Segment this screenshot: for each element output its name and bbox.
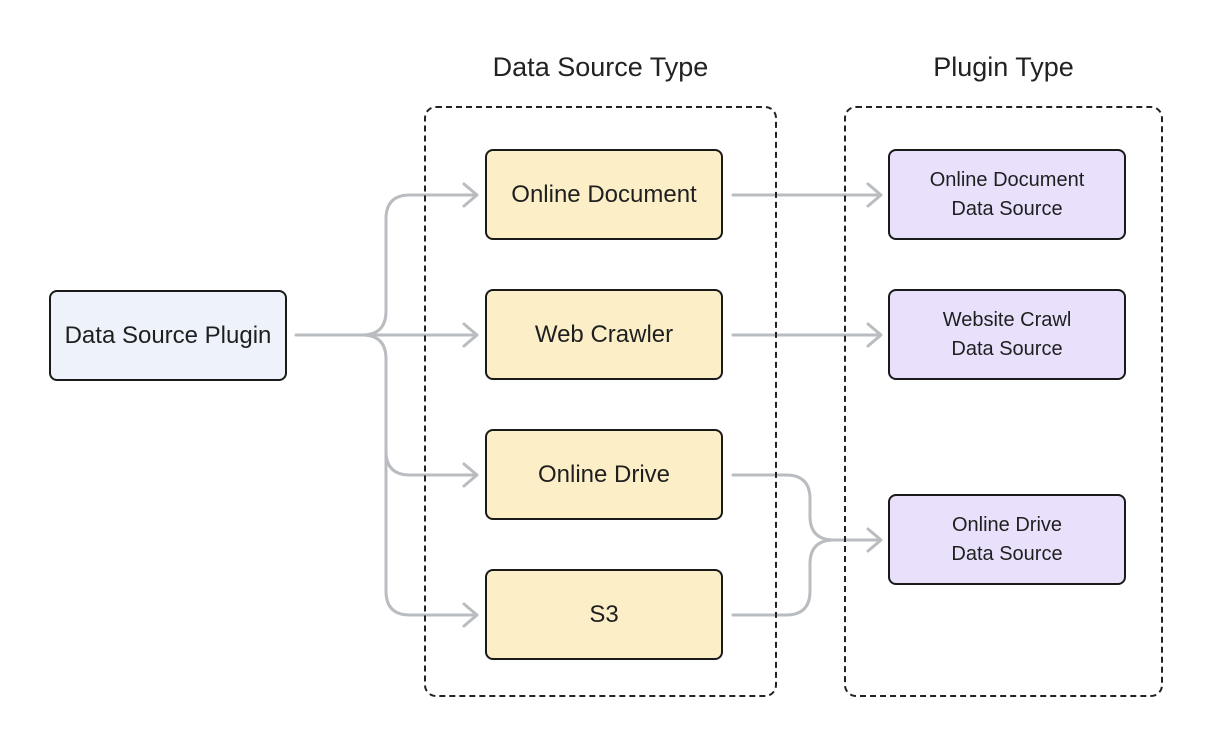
node-label-line-2: Data Source bbox=[951, 197, 1063, 220]
node-label: Online Document bbox=[511, 180, 697, 208]
arrowhead-s3 bbox=[462, 602, 479, 628]
node-label: Online Drive bbox=[537, 460, 671, 488]
connector-to-s3 bbox=[384, 449, 478, 617]
node-online-document-data-source[interactable]: Online Document Data Source bbox=[888, 149, 1126, 240]
node-label-line-1: Website Crawl bbox=[942, 308, 1072, 331]
node-online-drive-data-source[interactable]: Online Drive Data Source bbox=[888, 494, 1126, 585]
group-title-plugin-type: Plugin Type bbox=[933, 52, 1074, 82]
node-label-line-1: Online Document bbox=[929, 168, 1085, 191]
node-label-line-2: Data Source bbox=[951, 542, 1063, 565]
arrowhead-plugin-online-document bbox=[866, 182, 883, 208]
node-website-crawl-data-source[interactable]: Website Crawl Data Source bbox=[888, 289, 1126, 380]
arrowhead-plugin-online-drive bbox=[866, 527, 883, 553]
arrowhead-web-crawler bbox=[462, 322, 479, 348]
node-online-drive[interactable]: Online Drive bbox=[485, 429, 723, 520]
connector-to-online-document bbox=[360, 193, 478, 337]
node-online-document[interactable]: Online Document bbox=[485, 149, 723, 240]
node-label: Data Source Plugin bbox=[64, 321, 272, 349]
connector-s3-to-plugin bbox=[731, 538, 836, 617]
node-label-line-2: Data Source bbox=[951, 337, 1063, 360]
arrowhead-plugin-website-crawl bbox=[866, 322, 883, 348]
arrowhead-online-drive bbox=[462, 462, 479, 488]
arrowhead-online-document bbox=[462, 182, 479, 208]
group-title-data-source-type: Data Source Type bbox=[492, 52, 709, 82]
connector-online-drive-to-plugin bbox=[731, 473, 882, 542]
node-s3[interactable]: S3 bbox=[485, 569, 723, 660]
node-label-line-1: Online Drive bbox=[951, 513, 1063, 536]
group-frame-data-source-type bbox=[424, 106, 777, 697]
node-label: S3 bbox=[589, 600, 619, 628]
node-data-source-plugin[interactable]: Data Source Plugin bbox=[49, 290, 287, 381]
node-label: Web Crawler bbox=[534, 320, 674, 348]
group-frame-plugin-type bbox=[844, 106, 1163, 697]
node-web-crawler[interactable]: Web Crawler bbox=[485, 289, 723, 380]
